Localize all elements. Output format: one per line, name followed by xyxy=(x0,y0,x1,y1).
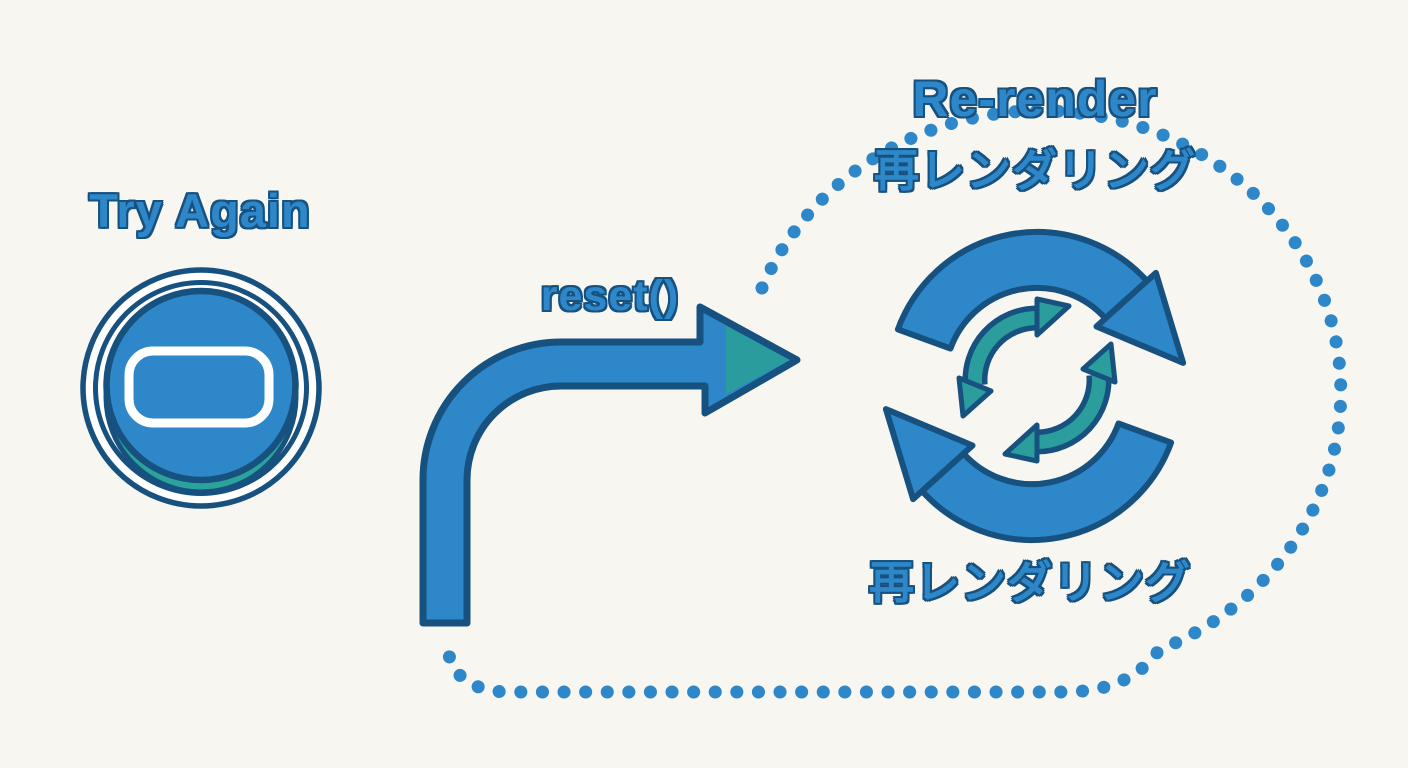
button-face xyxy=(103,287,299,484)
button-face-slot xyxy=(124,346,274,428)
curved-arrow-body xyxy=(419,303,801,627)
curved-reset-arrow-icon xyxy=(419,303,801,627)
dotted-loop-path xyxy=(441,104,1348,699)
cycle-bottom-arrow xyxy=(882,406,1175,543)
reset-call-label: reset() xyxy=(540,272,680,320)
cycle-top-arrow xyxy=(894,229,1187,366)
cycle-inner-arrow-top xyxy=(956,296,1072,419)
rerender-ja-bottom-label: 再レンダリング xyxy=(868,557,1191,608)
cycle-inner-arrow-bottom xyxy=(1002,341,1118,464)
rerender-en-label: Re-render xyxy=(912,71,1158,127)
try-again-label: Try Again xyxy=(89,184,311,237)
rerender-cycle-icon xyxy=(882,229,1187,543)
rerender-ja-top-label: 再レンダリング xyxy=(873,145,1196,196)
curved-arrow-teal-tip xyxy=(726,326,790,394)
try-again-button-icon xyxy=(80,267,322,509)
button-outer-ring xyxy=(80,267,322,509)
